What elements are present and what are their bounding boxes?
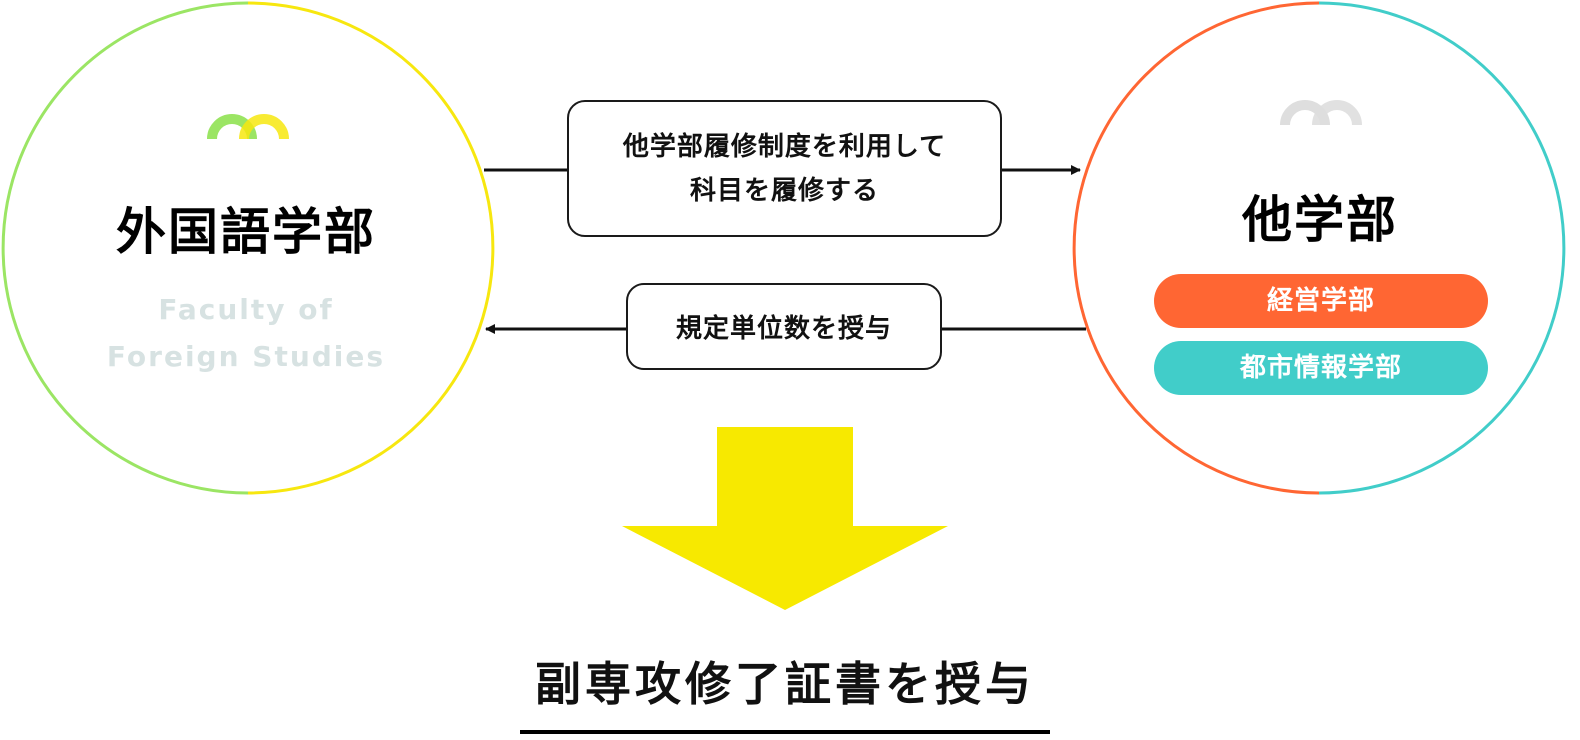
other-faculty-logo-icon <box>1280 100 1362 126</box>
flow-box-take-courses-line-1: 他学部履修制度を利用して <box>622 131 947 162</box>
foreign-studies-logo-icon <box>207 114 289 140</box>
result-certificate-label: 副専攻修了証書を授与 <box>535 657 1035 711</box>
foreign-studies-english-line-1: Faculty of <box>158 293 334 326</box>
department-pill-urban-info: 都市情報学部 <box>1154 341 1488 395</box>
right-circle-teal-half <box>1318 1 1566 495</box>
left-circle-yellow-half <box>247 1 495 495</box>
flow-box-take-courses-line-2: 科目を履修する <box>689 175 879 206</box>
foreign-studies-english-line-2: Foreign Studies <box>106 340 386 373</box>
flow-box-grant-credits-label: 規定単位数を授与 <box>675 314 892 344</box>
left-circle-green-half <box>1 1 249 495</box>
result-down-arrow-icon <box>622 427 948 610</box>
result-underline <box>520 730 1050 734</box>
foreign-studies-title: 外国語学部 <box>116 203 376 261</box>
other-faculty-title: 他学部 <box>1242 191 1398 249</box>
department-pill-business: 経営学部 <box>1154 274 1488 328</box>
flow-box-take-courses: 他学部履修制度を利用して 科目を履修する <box>567 100 1002 237</box>
flow-box-grant-credits: 規定単位数を授与 <box>626 283 942 370</box>
right-circle-orange-half <box>1072 1 1320 495</box>
